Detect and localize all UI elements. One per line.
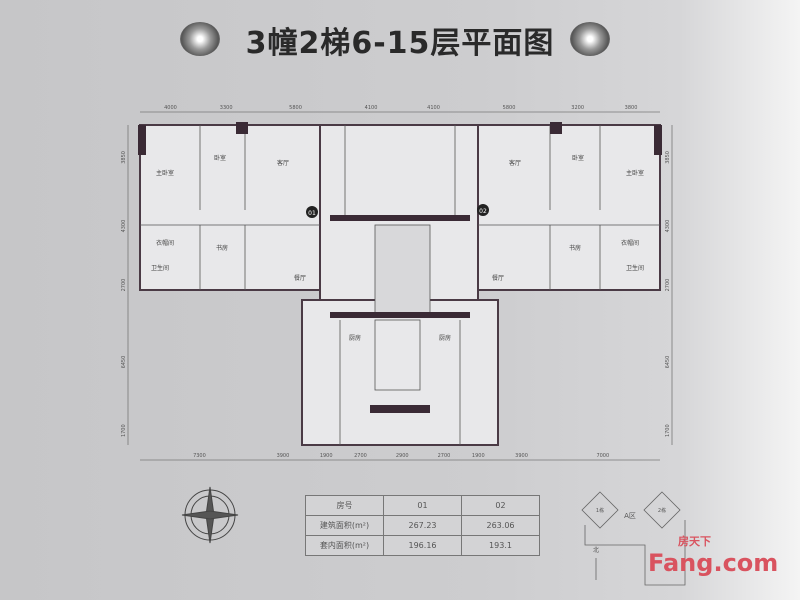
dimension-label: 3200 (571, 105, 584, 111)
dimension-label: 4000 (164, 105, 177, 111)
keyplan-building-1: 1栋 (596, 507, 604, 514)
key-plan (581, 491, 686, 586)
room-label: 主卧室 (626, 169, 644, 177)
room-label: 客厅 (277, 159, 289, 167)
table-cell: 建筑面积(m²) (305, 515, 384, 536)
lower-wing (301, 299, 499, 446)
dimension-label: 4100 (427, 105, 440, 111)
dimension-label: 7000 (596, 453, 609, 459)
unit-marker-01: 01 (308, 210, 316, 217)
dimension-label: 4300 (665, 220, 671, 233)
table-header: 02 (461, 495, 540, 516)
dimension-label: 6450 (121, 356, 127, 369)
unit-marker-02: 02 (479, 208, 487, 215)
room-label: 厨房 (439, 334, 451, 342)
room-label: 厨房 (349, 334, 361, 342)
room-label: 客厅 (509, 159, 521, 167)
table-cell: 267.23 (383, 515, 462, 536)
dimension-label: 3850 (121, 151, 127, 164)
table-cell: 263.06 (461, 515, 540, 536)
page-title: 3幢2梯6-15层平面图 (245, 26, 555, 61)
dimension-label: 2700 (121, 279, 127, 292)
room-label: 衣帽间 (156, 239, 174, 247)
dimension-label: 7300 (193, 453, 206, 459)
table-header: 房号 (305, 495, 384, 516)
unit-02-wing (477, 124, 661, 291)
dimension-label: 1700 (121, 424, 127, 437)
keyplan-zone: A区 (624, 512, 636, 520)
dimension-label: 2700 (665, 279, 671, 292)
dimension-label: 4300 (121, 220, 127, 233)
room-label: 衣帽间 (621, 239, 639, 247)
dimension-label: 3800 (625, 105, 638, 111)
dimension-label: 1900 (472, 453, 485, 459)
table-cell: 套内面积(m²) (305, 535, 384, 556)
dimension-label: 1900 (320, 453, 333, 459)
dimension-label: 5800 (503, 105, 516, 111)
dimension-label: 4100 (365, 105, 378, 111)
dimension-label: 3300 (220, 105, 233, 111)
diamond-icon (570, 22, 610, 56)
room-label: 卫生间 (626, 264, 644, 272)
north-label: 北 (593, 546, 599, 554)
table-cell: 196.16 (383, 535, 462, 556)
room-label: 餐厅 (492, 274, 504, 282)
dimension-label: 2700 (438, 453, 451, 459)
dimension-label: 3900 (515, 453, 528, 459)
room-label: 卧室 (572, 154, 584, 162)
logo-text: Fang.com (648, 549, 779, 577)
room-label: 书房 (569, 244, 581, 252)
logo-cn-text: 房天下 (678, 535, 711, 548)
table-cell: 193.1 (461, 535, 540, 556)
room-label: 主卧室 (156, 169, 174, 177)
room-label: 卫生间 (151, 264, 169, 272)
fang-logo: 房天下 Fang.com (648, 535, 779, 577)
room-label: 书房 (216, 244, 228, 252)
unit-01-wing (139, 124, 321, 291)
dimension-label: 2900 (396, 453, 409, 459)
room-label: 餐厅 (294, 274, 306, 282)
compass-icon (181, 486, 239, 544)
room-label: 卧室 (214, 154, 226, 162)
dimension-label: 3850 (665, 151, 671, 164)
dimension-label: 1700 (665, 424, 671, 437)
table-header: 01 (383, 495, 462, 516)
dimension-label: 5800 (289, 105, 302, 111)
diamond-icon (180, 22, 220, 56)
keyplan-building-2: 2栋 (658, 507, 666, 514)
dimension-label: 3900 (277, 453, 290, 459)
dimension-label: 2700 (354, 453, 367, 459)
dimension-label: 6450 (665, 356, 671, 369)
